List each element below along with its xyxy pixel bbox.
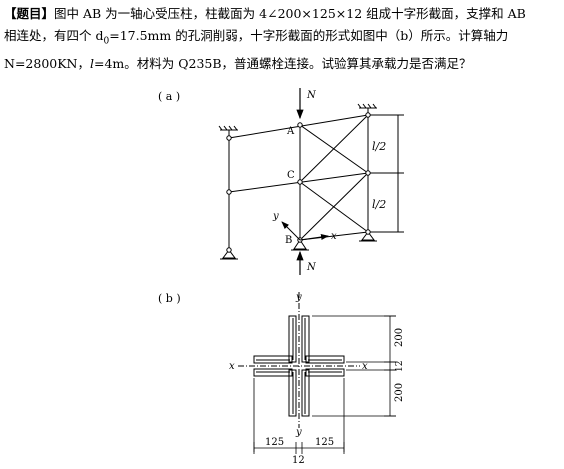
figure-b-label: ( b ) (158, 292, 181, 305)
figure-a-label: ( a ) (158, 90, 180, 103)
force-label-bottom: N (306, 262, 317, 273)
force-label-top: N (306, 90, 317, 101)
section-dimensions (253, 315, 396, 454)
dim-200-top: 200 (394, 328, 405, 347)
figure-a-frame (218, 103, 404, 260)
node-label-c: C (287, 170, 295, 181)
axis-label-x: x (331, 231, 337, 242)
axis-y-arrow (281, 221, 301, 241)
dim-12-mid: 12 (395, 361, 405, 372)
problem-line-2: 相连处，有四个 d0=17.5mm 的孔洞削弱，十字形截面的形式如图中（b）所示… (4, 28, 509, 47)
dim-125-left: 125 (265, 437, 284, 448)
dim-200-bottom: 200 (394, 383, 405, 402)
problem-line-1: 【题目】图中 AB 为一轴心受压柱，柱截面为 4∠200×125×12 组成十字… (4, 6, 526, 21)
node-label-a: A (286, 126, 295, 137)
problem-line-3: N=2800KN，l=4m。材料为 Q235B，普通螺栓连接。试验算其承载力是否… (4, 55, 472, 71)
axis-label-y: y (272, 211, 279, 222)
dim-label-lower: l/2 (372, 198, 386, 211)
dim-label-upper: l/2 (372, 140, 386, 153)
problem-tag: 【题目】 (4, 6, 55, 21)
dim-125-right: 125 (315, 437, 334, 448)
section-axis-x-right: x (362, 361, 368, 372)
problem-statement: 【题目】图中 AB 为一轴心受压柱，柱截面为 4∠200×125×12 组成十字… (4, 3, 560, 75)
section-axis-y-top: y (295, 292, 302, 303)
node-label-b: B (285, 235, 292, 246)
cross-section (238, 292, 360, 428)
dim-12-bottom: 12 (292, 455, 305, 466)
figure-a-joints (226, 112, 371, 253)
axis-x-arrow (299, 234, 329, 241)
section-axis-x-left: x (229, 361, 235, 372)
section-axis-y-bottom: y (295, 427, 302, 438)
